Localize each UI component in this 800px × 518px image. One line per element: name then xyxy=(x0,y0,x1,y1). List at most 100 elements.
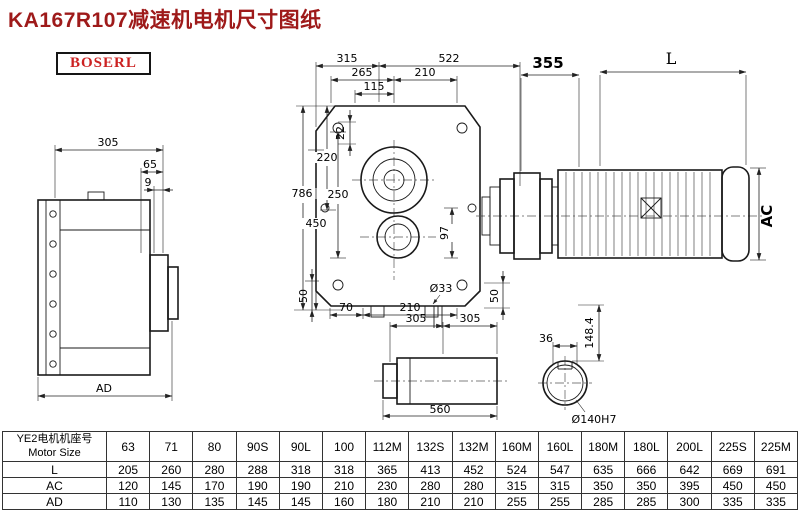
table-cell: 210 xyxy=(451,493,496,510)
table-cell: 315 xyxy=(537,477,583,494)
nameplate-box xyxy=(640,197,662,219)
table-cell: 318 xyxy=(321,461,367,478)
table-cell: 450 xyxy=(753,477,799,494)
technical-drawing: 305 65 9 AD xyxy=(37,49,776,426)
table-cell: 63 xyxy=(105,431,151,462)
table-row-label-ac: AC xyxy=(2,477,107,494)
table-cell: 547 xyxy=(537,461,583,478)
table-cell: 450 xyxy=(710,477,755,494)
table-cell: 90L xyxy=(278,431,323,462)
table-row-label-l: L xyxy=(2,461,107,478)
table-cell: 130 xyxy=(149,493,194,510)
table-cell: 230 xyxy=(365,477,410,494)
table-cell: 71 xyxy=(149,431,194,462)
table-cell: 132M xyxy=(451,431,496,462)
table-cell: 350 xyxy=(581,477,626,494)
table-row-label-ad: AD xyxy=(2,493,107,510)
shaft-view-dims: 305 305 560 xyxy=(382,312,498,420)
dim-shaft-305-right: 305 xyxy=(460,312,481,325)
dim-motor-ac: AC xyxy=(758,205,776,228)
dim-side-ad: AD xyxy=(96,382,112,395)
dim-front-522: 522 xyxy=(439,52,460,65)
dim-front-786: 786 xyxy=(292,187,313,200)
dim-end-148: 148.4 xyxy=(583,317,596,349)
table-cell: 145 xyxy=(235,493,280,510)
dim-side-305: 305 xyxy=(98,136,119,149)
table-cell: 200L xyxy=(667,431,712,462)
table-header-en: Motor Size xyxy=(28,446,81,459)
table-cell: 285 xyxy=(581,493,626,510)
table-cell: 300 xyxy=(667,493,712,510)
dim-front-50-left: 50 xyxy=(297,289,310,303)
dim-end-d140: Ø140H7 xyxy=(572,413,617,426)
dim-front-450: 450 xyxy=(306,217,327,230)
shaft-view xyxy=(374,357,508,405)
dim-front-315: 315 xyxy=(337,52,358,65)
table-cell: 280 xyxy=(408,477,453,494)
table-cell: 350 xyxy=(624,477,669,494)
dim-front-210b: 210 xyxy=(400,301,421,314)
boserl-logo: BOSERL xyxy=(56,52,151,75)
table-cell: 190 xyxy=(235,477,280,494)
table-cell: 180M xyxy=(581,431,626,462)
motor-view-dims: 355 L AC xyxy=(520,49,776,261)
table-cell: 132S xyxy=(408,431,453,462)
table-cell: 280 xyxy=(192,461,237,478)
table-cell: 170 xyxy=(192,477,237,494)
table-cell: 225M xyxy=(753,431,799,462)
table-cell: 160L xyxy=(537,431,583,462)
table-cell: 365 xyxy=(365,461,410,478)
table-cell: 318 xyxy=(278,461,323,478)
table-cell: 642 xyxy=(667,461,712,478)
table-cell: 225S xyxy=(710,431,755,462)
dim-side-9: 9 xyxy=(145,176,152,189)
dim-front-115: 115 xyxy=(364,80,385,93)
table-header-cn: YE2电机机座号 xyxy=(16,432,93,445)
table-cell: 112M xyxy=(365,431,410,462)
table-cell: 335 xyxy=(710,493,755,510)
dim-front-22: 22 xyxy=(334,126,347,140)
motor-view xyxy=(476,166,762,262)
table-cell: 145 xyxy=(149,477,194,494)
table-cell: 100 xyxy=(321,431,367,462)
page-title: KA167R107减速机电机尺寸图纸 xyxy=(8,9,322,32)
table-cell: 110 xyxy=(105,493,151,510)
table-cell: 669 xyxy=(710,461,755,478)
table-cell: 315 xyxy=(494,477,539,494)
table-cell: 335 xyxy=(753,493,799,510)
dim-side-65: 65 xyxy=(143,158,157,171)
table-cell: 160 xyxy=(321,493,367,510)
table-cell: 280 xyxy=(451,477,496,494)
fan-cover xyxy=(721,166,750,262)
side-view-dims: 305 65 9 AD xyxy=(37,136,173,401)
table-cell: 120 xyxy=(105,477,151,494)
table-cell: 285 xyxy=(624,493,669,510)
table-cell: 210 xyxy=(408,493,453,510)
table-cell: 635 xyxy=(581,461,626,478)
table-cell: 90S xyxy=(235,431,280,462)
dim-end-36: 36 xyxy=(539,332,553,345)
table-cell: 160M xyxy=(494,431,539,462)
dim-front-50-right: 50 xyxy=(488,289,501,303)
table-cell: 205 xyxy=(105,461,151,478)
dim-shaft-305-left: 305 xyxy=(406,312,427,325)
table-cell: 666 xyxy=(624,461,669,478)
table-header-label: YE2电机机座号 Motor Size xyxy=(2,431,107,462)
table-cell: 180L xyxy=(624,431,669,462)
dim-front-97: 97 xyxy=(438,226,451,240)
shaft-end-view xyxy=(538,356,592,410)
dim-motor-l: L xyxy=(666,49,677,68)
dim-front-265: 265 xyxy=(352,66,373,79)
front-view-dims: 315 522 265 210 115 786 450 220 xyxy=(288,52,521,322)
table-cell: 395 xyxy=(667,477,712,494)
table-cell: 524 xyxy=(494,461,539,478)
table-cell: 180 xyxy=(365,493,410,510)
table-cell: 145 xyxy=(278,493,323,510)
table-cell: 413 xyxy=(408,461,453,478)
table-cell: 260 xyxy=(149,461,194,478)
table-cell: 255 xyxy=(494,493,539,510)
